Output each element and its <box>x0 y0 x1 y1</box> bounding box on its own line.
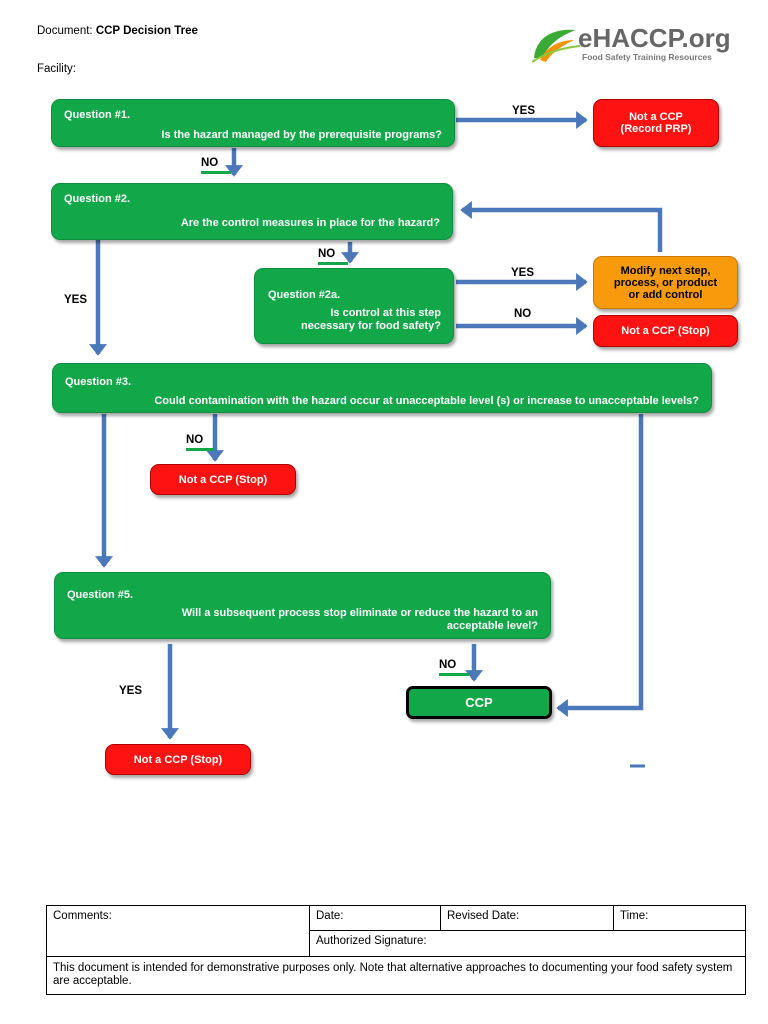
not-ccp-stop-q3-box: Not a CCP (Stop) <box>150 464 296 495</box>
not-ccp-prp-line1: Not a CCP <box>629 111 683 123</box>
not-ccp-stop-q2a-text: Not a CCP (Stop) <box>621 325 710 337</box>
modify-line3: or add control <box>628 288 703 301</box>
question-2a-box: Question #2a. Is control at this step ne… <box>254 268 454 344</box>
question-3-box: Question #3. Could contamination with th… <box>52 363 712 413</box>
question-2a-text-line1: Is control at this step <box>330 307 441 319</box>
question-3-text: Could contamination with the hazard occu… <box>154 395 699 407</box>
logo-name: eHACCP.org <box>578 23 731 53</box>
arrow-q3-to-ccp <box>556 414 644 717</box>
q2-no-underline <box>318 262 348 265</box>
q2-no-label: NO <box>318 248 336 260</box>
date-cell[interactable]: Date: <box>309 905 441 931</box>
document-label: Document: <box>37 25 93 37</box>
modify-line1: Modify next step, <box>620 264 711 277</box>
arrow-modify-loop <box>460 201 663 252</box>
leaf-icon <box>531 29 581 63</box>
question-5-text: Will a subsequent process stop eliminate… <box>182 607 538 633</box>
not-ccp-prp-line2: (Record PRP) <box>620 123 692 135</box>
logo-tagline: Food Safety Training Resources <box>582 52 712 62</box>
document-title: CCP Decision Tree <box>95 25 198 37</box>
question-5-text-line1: Will a subsequent process stop eliminate… <box>181 607 538 619</box>
q5-no-label: NO <box>439 659 457 671</box>
question-3-label: Question #3. <box>65 376 132 388</box>
authorized-signature-cell[interactable]: Authorized Signature: <box>309 930 746 957</box>
q2a-no-label: NO <box>514 308 532 320</box>
q5-no-underline <box>439 673 469 676</box>
document-title-line: Document: CCP Decision Tree <box>37 25 198 37</box>
q2-yes-label: YES <box>64 294 88 306</box>
comments-cell[interactable]: Comments: <box>46 905 310 957</box>
disclaimer-cell: This document is intended for demonstrat… <box>46 956 746 995</box>
not-ccp-stop-q3-text: Not a CCP (Stop) <box>178 473 268 486</box>
modify-step-box: Modify next step, process, or product or… <box>593 256 738 309</box>
question-5-label: Question #5. <box>67 589 134 601</box>
ccp-text: CCP <box>465 694 493 710</box>
modify-line2: process, or product <box>613 276 718 289</box>
ehaccp-logo: eHACCP.org Food Safety Training Resource… <box>530 24 750 66</box>
question-1-box: Question #1. Is the hazard managed by th… <box>51 99 455 147</box>
q1-no-label: NO <box>201 157 219 169</box>
time-cell[interactable]: Time: <box>613 905 746 931</box>
question-2-text: Are the control measures in place for th… <box>180 217 440 229</box>
not-ccp-stop-q5-text: Not a CCP (Stop) <box>133 753 223 766</box>
q2a-yes-label: YES <box>511 267 535 279</box>
question-1-text: Is the hazard managed by the prerequisit… <box>161 129 442 141</box>
question-2a-text: Is control at this step necessary for fo… <box>301 307 441 333</box>
q3-no-underline <box>186 448 214 451</box>
q1-no-underline <box>201 171 231 174</box>
question-5-text-line2: acceptable level? <box>446 620 538 632</box>
question-2a-label: Question #2a. <box>268 289 341 301</box>
not-ccp-stop-q2a-box: Not a CCP (Stop) <box>593 315 738 347</box>
q3-no-label: NO <box>186 434 204 446</box>
revised-date-cell[interactable]: Revised Date: <box>440 905 614 931</box>
not-ccp-record-prp-box: Not a CCP (Record PRP) <box>593 99 719 147</box>
question-5-box: Question #5. Will a subsequent process s… <box>54 572 551 639</box>
question-2-label: Question #2. <box>64 193 131 205</box>
question-2-box: Question #2. Are the control measures in… <box>51 183 453 240</box>
question-1-label: Question #1. <box>64 109 131 121</box>
q1-yes-label: YES <box>512 105 536 117</box>
question-2a-text-line2: necessary for food safety? <box>301 320 441 332</box>
facility-label: Facility: <box>37 63 76 75</box>
not-ccp-stop-q5-box: Not a CCP (Stop) <box>105 744 251 775</box>
ccp-box: CCP <box>406 686 552 719</box>
footer-table: Comments: Date: Revised Date: Time: Auth… <box>46 905 746 995</box>
q5-yes-label: YES <box>119 685 143 697</box>
